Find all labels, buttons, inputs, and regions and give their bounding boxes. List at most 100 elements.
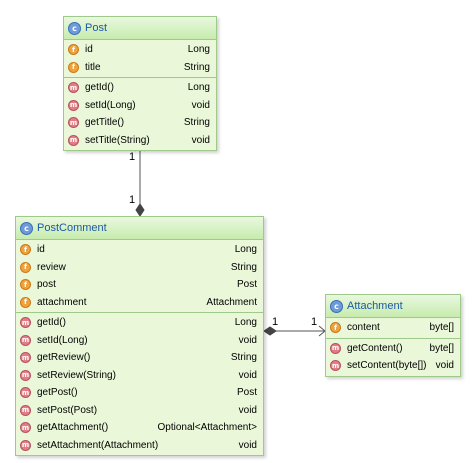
method-row: m getAttachment() Optional<Attachment> [16, 419, 263, 437]
multiplicity-label: 1 [272, 316, 279, 328]
field-icon: f [330, 322, 341, 334]
member-type: void [435, 360, 454, 372]
method-icon: m [20, 387, 31, 399]
member-type: String [183, 61, 210, 73]
member-name: id [37, 244, 45, 256]
class-header: c Attachment [326, 295, 460, 318]
class-name: Attachment [347, 300, 403, 312]
method-icon: m [330, 360, 341, 372]
member-type: void [191, 134, 210, 146]
class-name: PostComment [37, 222, 107, 234]
method-icon: m [20, 352, 31, 364]
member-type: Post [236, 387, 257, 399]
class-icon: c [20, 221, 33, 235]
method-icon: m [20, 439, 31, 451]
member-name: setContent(byte[]) [347, 360, 427, 372]
member-type: Post [236, 279, 257, 291]
method-row: m setPost(Post) void [16, 402, 263, 420]
member-name: getTitle() [85, 117, 125, 129]
member-type: String [230, 261, 257, 273]
member-type: String [230, 352, 257, 364]
member-name: attachment [37, 296, 87, 308]
class-name: Post [85, 22, 108, 34]
method-row: m setReview(String) void [16, 367, 263, 385]
method-icon: m [330, 342, 341, 354]
member-type: Long [234, 317, 257, 329]
member-type: void [191, 99, 210, 111]
method-icon: m [20, 334, 31, 346]
member-type: Long [187, 82, 210, 94]
multiplicity-label: 1 [311, 316, 318, 328]
method-row: m setId(Long) void [16, 332, 263, 350]
member-name: id [85, 44, 93, 56]
class-icon: c [68, 21, 81, 35]
method-icon: m [68, 99, 79, 111]
class-header: c Post [64, 17, 216, 40]
method-row: m getReview() String [16, 349, 263, 367]
member-name: getContent() [347, 342, 403, 354]
member-name: getAttachment() [37, 422, 109, 434]
method-icon: m [20, 422, 31, 434]
method-row: m setContent(byte[]) void [326, 357, 460, 375]
member-name: getReview() [37, 352, 91, 364]
class-attachment[interactable]: c Attachment f content byte[] m getContent() by… [325, 294, 461, 377]
multiplicity-label: 1 [129, 151, 136, 163]
multiplicity-label: 1 [129, 194, 136, 206]
member-name: content [347, 322, 380, 334]
composition-diamond [263, 326, 277, 336]
method-icon: m [20, 404, 31, 416]
field-icon: f [68, 44, 79, 56]
member-type: void [238, 439, 257, 451]
member-type: Long [187, 44, 210, 56]
member-type: Optional<Attachment> [157, 422, 257, 434]
member-name: setAttachment(Attachment) [37, 439, 159, 451]
member-type: void [238, 334, 257, 346]
member-type: String [183, 117, 210, 129]
member-name: setId(Long) [37, 334, 88, 346]
field-icon: f [20, 261, 31, 273]
method-icon: m [20, 317, 31, 329]
member-type: byte[] [429, 322, 454, 334]
field-icon: f [20, 244, 31, 256]
member-type: void [238, 404, 257, 416]
method-icon: m [68, 82, 79, 94]
method-icon: m [68, 134, 79, 146]
method-row: m getContent() byte[] [326, 340, 460, 358]
member-name: getId() [85, 82, 114, 94]
member-name: setPost(Post) [37, 404, 98, 416]
member-type: void [238, 369, 257, 381]
method-row: m setAttachment(Attachment) void [16, 437, 263, 455]
field-icon: f [20, 296, 31, 308]
member-type: byte[] [429, 342, 454, 354]
method-row: m getId() Long [64, 79, 216, 97]
field-icon: f [68, 61, 79, 73]
field-row: f content byte[] [326, 319, 460, 337]
member-type: Attachment [206, 296, 257, 308]
member-name: getPost() [37, 387, 78, 399]
member-name: post [37, 279, 56, 291]
class-icon: c [330, 299, 343, 313]
composition-diamond [135, 203, 145, 217]
member-name: setReview(String) [37, 369, 116, 381]
member-type: Long [234, 244, 257, 256]
method-row: m getPost() Post [16, 384, 263, 402]
method-icon: m [20, 369, 31, 381]
member-name: review [37, 261, 66, 273]
